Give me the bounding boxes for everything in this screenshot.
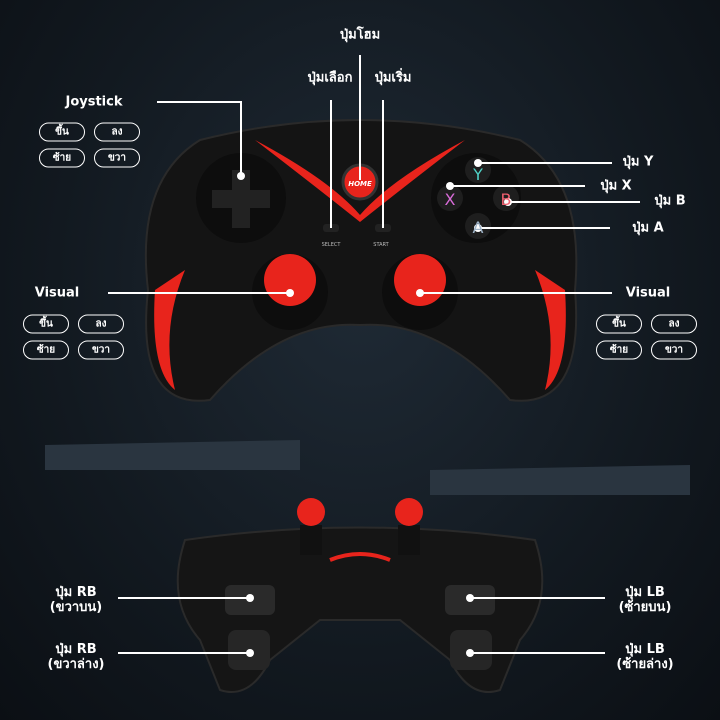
- select-label: ปุ่มเลือก: [307, 70, 353, 86]
- dpad-right-chip: ขวา: [94, 148, 140, 168]
- bg-slab-left: [45, 440, 300, 470]
- y-label: ปุ่ม Y: [622, 154, 654, 170]
- b-label: ปุ่ม B: [654, 193, 686, 209]
- lb-lower-label: ปุ่ม LB(ซ้ายล่าง): [616, 642, 674, 672]
- left-stick-left-chip: ซ้าย: [23, 340, 69, 360]
- controller-front: [144, 119, 578, 402]
- a-label: ปุ่ม A: [632, 220, 664, 236]
- right-stick-up-chip: ขึ้น: [596, 314, 642, 334]
- dpad-up-chip: ขึ้น: [39, 122, 85, 142]
- start-label: ปุ่มเริ่ม: [374, 70, 412, 86]
- right-stick-right-chip: ขวา: [651, 340, 697, 360]
- joystick-label: Joystick: [65, 94, 123, 110]
- home-label: ปุ่มโฮม: [339, 27, 381, 43]
- home-button-text: HOME: [348, 180, 372, 188]
- x-label: ปุ่ม X: [600, 178, 632, 194]
- a-button-glyph: A: [473, 218, 484, 237]
- controller-top-view: [176, 498, 544, 693]
- rb-lower-label: ปุ่ม RB(ขวาล่าง): [47, 642, 105, 672]
- select-text: SELECT: [322, 242, 342, 248]
- visual-right-label: Visual: [625, 285, 671, 301]
- start-text: START: [373, 242, 389, 248]
- callout-dots: [237, 159, 512, 657]
- y-button-glyph: Y: [472, 165, 483, 184]
- dpad-left-chip: ซ้าย: [39, 148, 85, 168]
- left-stick-right-chip: ขวา: [78, 340, 124, 360]
- left-stick-up-chip: ขึ้น: [23, 314, 69, 334]
- lb-upper-label: ปุ่ม LB(ซ้ายบน): [618, 585, 672, 615]
- bg-slab-right: [430, 465, 690, 495]
- rb-upper-label: ปุ่ม RB(ขวาบน): [49, 585, 103, 615]
- callout-lines: [108, 55, 640, 654]
- dpad-down-chip: ลง: [94, 122, 140, 142]
- x-button-glyph: X: [445, 190, 456, 209]
- right-stick-left-chip: ซ้าย: [596, 340, 642, 360]
- right-stick-down-chip: ลง: [651, 314, 697, 334]
- left-stick-down-chip: ลง: [78, 314, 124, 334]
- b-button-glyph: B: [501, 190, 512, 209]
- visual-left-label: Visual: [34, 285, 80, 301]
